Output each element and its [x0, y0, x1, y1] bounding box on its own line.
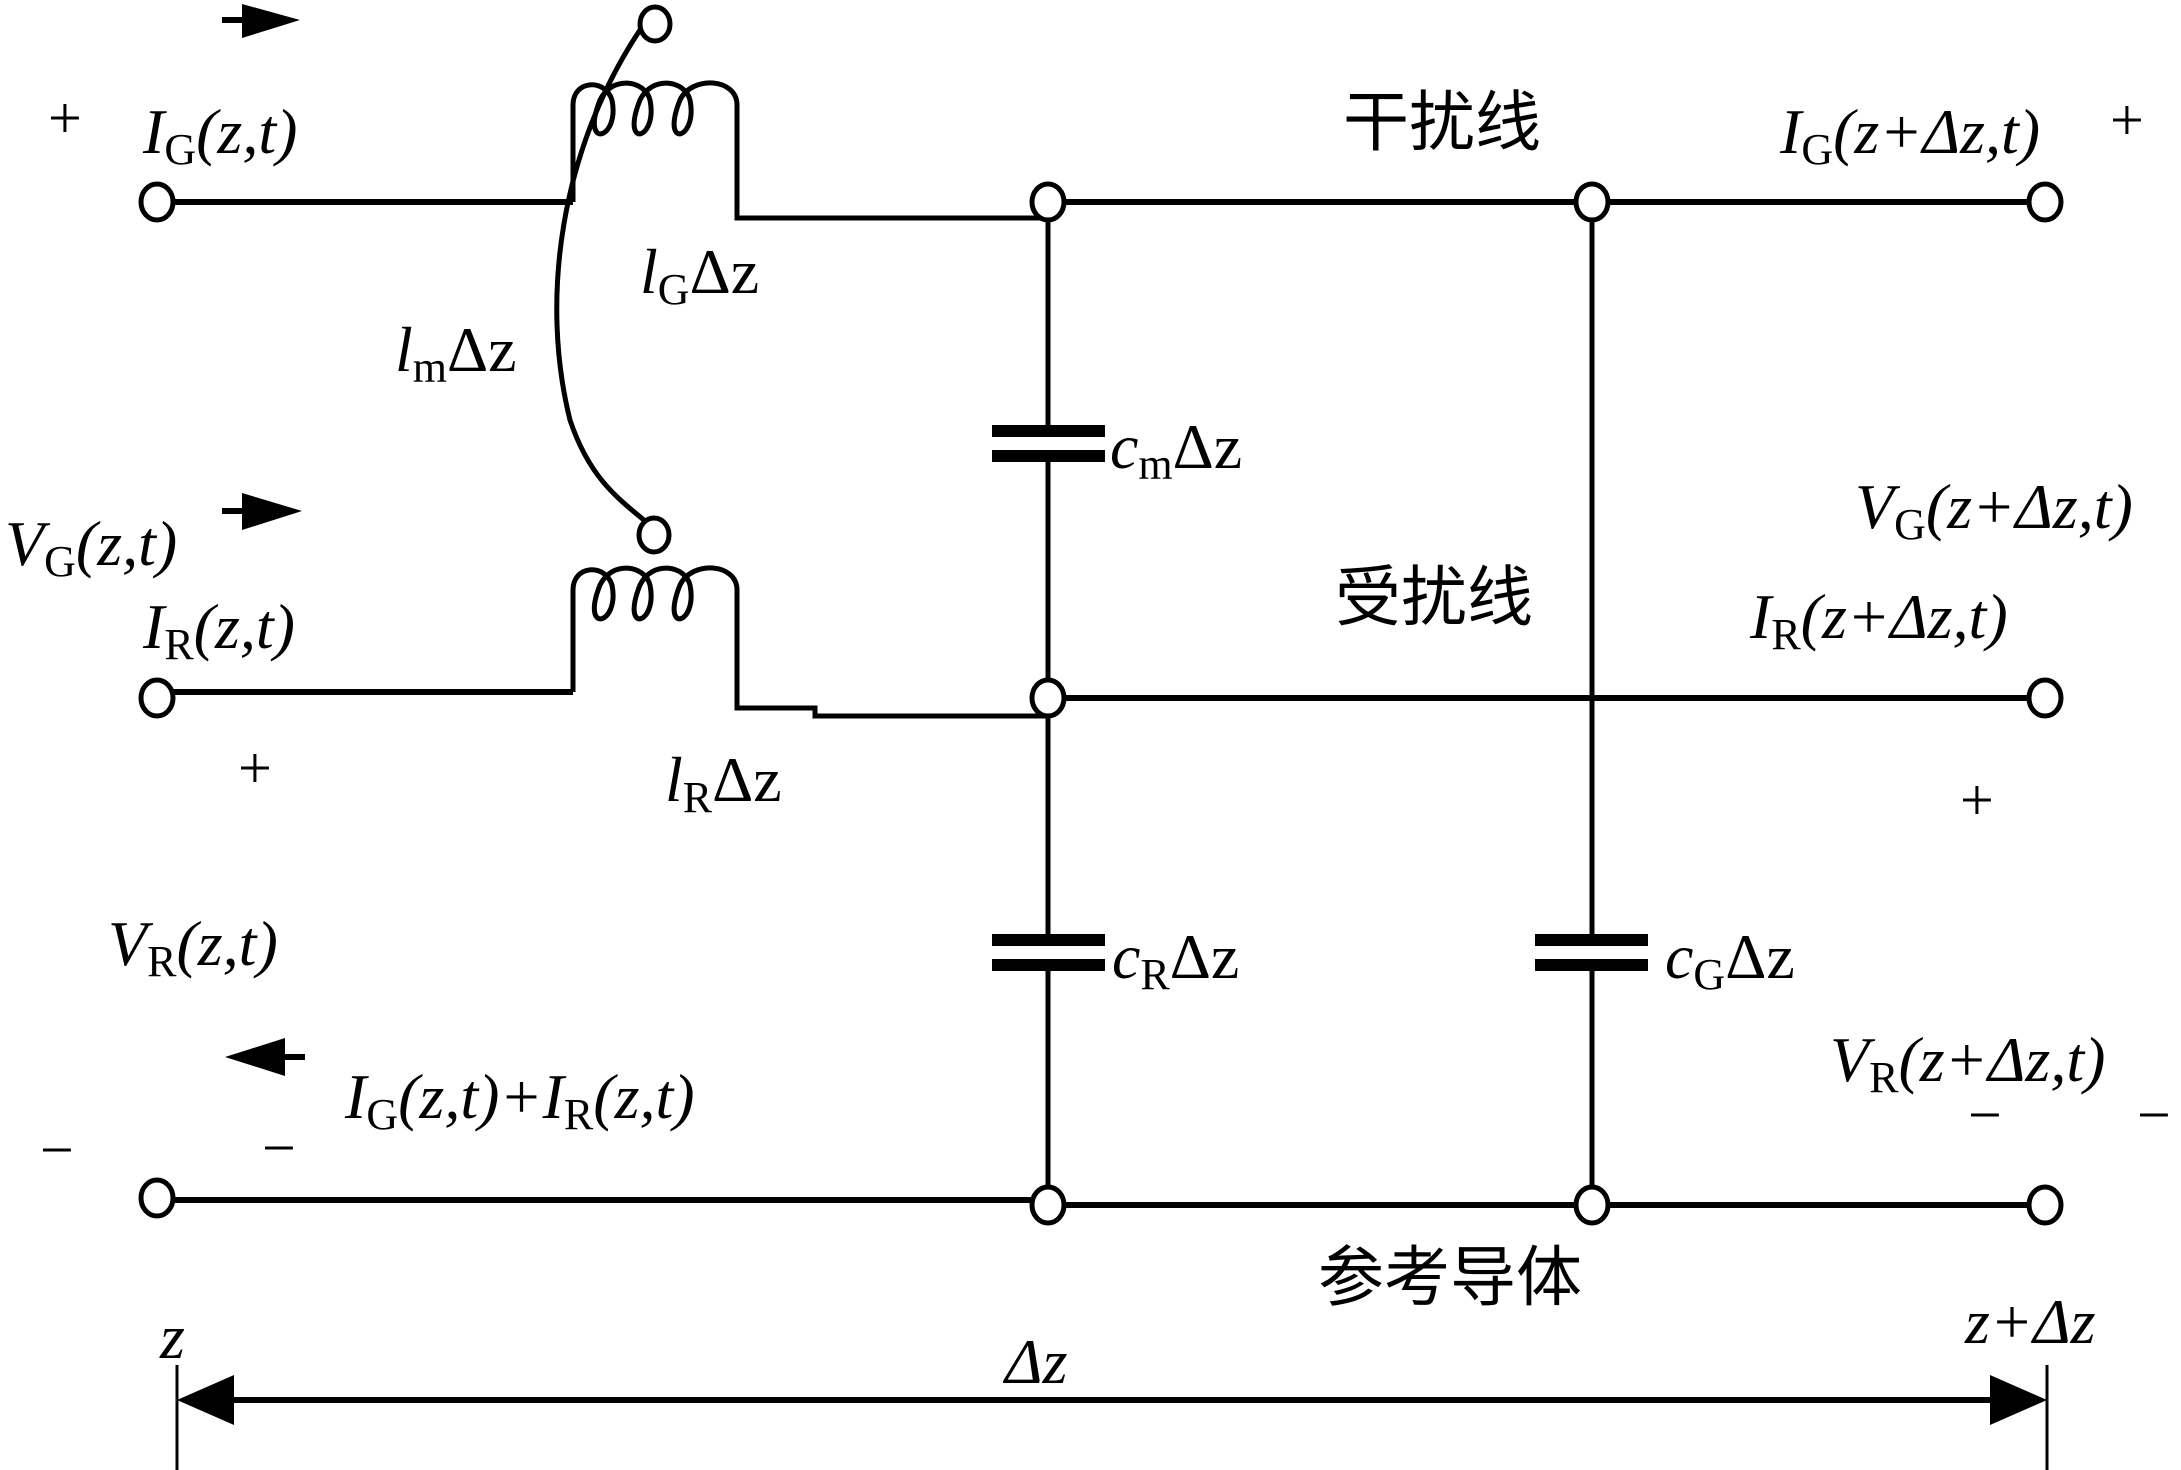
axis-label-end: z+Δz [1965, 1286, 2096, 1357]
sign-plus-vg-left: + [48, 85, 82, 151]
terminal-reference-left [138, 1177, 176, 1219]
terminal-reference-right [2026, 1184, 2064, 1226]
lg-lead-right [734, 105, 1048, 221]
dimension-arrow-right-icon [1990, 1375, 2047, 1425]
sign-plus-vr-right: + [1960, 767, 1994, 833]
label-vr-left: VR(z,t) [108, 908, 278, 986]
cr-plate-top [992, 934, 1105, 946]
terminal-generator-left [138, 181, 176, 223]
dimension-arrow-left-icon [177, 1375, 234, 1425]
arrow-right-icon [222, 493, 302, 530]
arrow-right-icon [222, 4, 300, 38]
label-generator-line: 干扰线 [1343, 84, 1541, 161]
label-ir-right: IR(z+Δz,t) [1750, 581, 2008, 659]
mutual-dot-receptor [636, 515, 672, 555]
lr-lead-right [734, 590, 1048, 719]
label-cg: cGΔz [1665, 921, 1795, 999]
cg-plate-bottom [1535, 959, 1648, 971]
node-receptor-mid [1029, 677, 1067, 719]
sign-minus-vr-right: − [1968, 1082, 2002, 1148]
sign-plus-vg-right: + [2110, 87, 2144, 153]
node-reference-right [1573, 1184, 1611, 1226]
label-vg-right: VG(z+Δz,t) [1855, 471, 2133, 549]
sign-minus-vr-left: − [262, 1115, 296, 1181]
label-cr: cRΔz [1112, 921, 1240, 999]
label-vg-left: VG(z,t) [5, 508, 178, 586]
label-return-current: IG(z,t)+IR(z,t) [345, 1061, 695, 1139]
cm-plate-bottom [992, 450, 1105, 462]
node-reference-mid [1029, 1184, 1067, 1226]
sign-minus-vg-right: − [2137, 1082, 2171, 1148]
mutual-inductance-arc [554, 28, 652, 527]
inductor-lg-coil [570, 80, 740, 137]
terminal-generator-right [2026, 181, 2064, 223]
node-generator-mid [1029, 181, 1067, 223]
label-ig-left: IG(z,t) [143, 96, 298, 174]
label-lg: lGΔz [640, 236, 760, 314]
arrow-left-icon [225, 1038, 305, 1076]
terminal-receptor-left [138, 677, 176, 719]
axis-label-start: z [160, 1301, 185, 1372]
label-lm: lmΔz [395, 314, 517, 392]
label-cm: cmΔz [1110, 411, 1243, 489]
terminal-receptor-right [2026, 677, 2064, 719]
cr-plate-bottom [992, 959, 1105, 971]
label-ig-right: IG(z+Δz,t) [1780, 96, 2041, 174]
inductor-lr-coil [570, 565, 740, 622]
node-generator-right [1573, 181, 1611, 223]
label-lr: lRΔz [665, 744, 782, 822]
axis-label-span: Δz [1005, 1326, 1068, 1397]
cg-plate-top [1535, 934, 1648, 946]
sign-plus-vr-left: + [238, 735, 272, 801]
label-reference-conductor: 参考导体 [1318, 1239, 1582, 1316]
label-receptor-line: 受扰线 [1335, 559, 1533, 636]
sign-minus-vg-left: − [40, 1117, 74, 1183]
label-ir-left: IR(z,t) [143, 591, 295, 669]
cm-plate-top [992, 425, 1105, 437]
label-vr-right: VR(z+Δz,t) [1830, 1024, 2106, 1102]
mutual-dot-generator [637, 4, 673, 44]
